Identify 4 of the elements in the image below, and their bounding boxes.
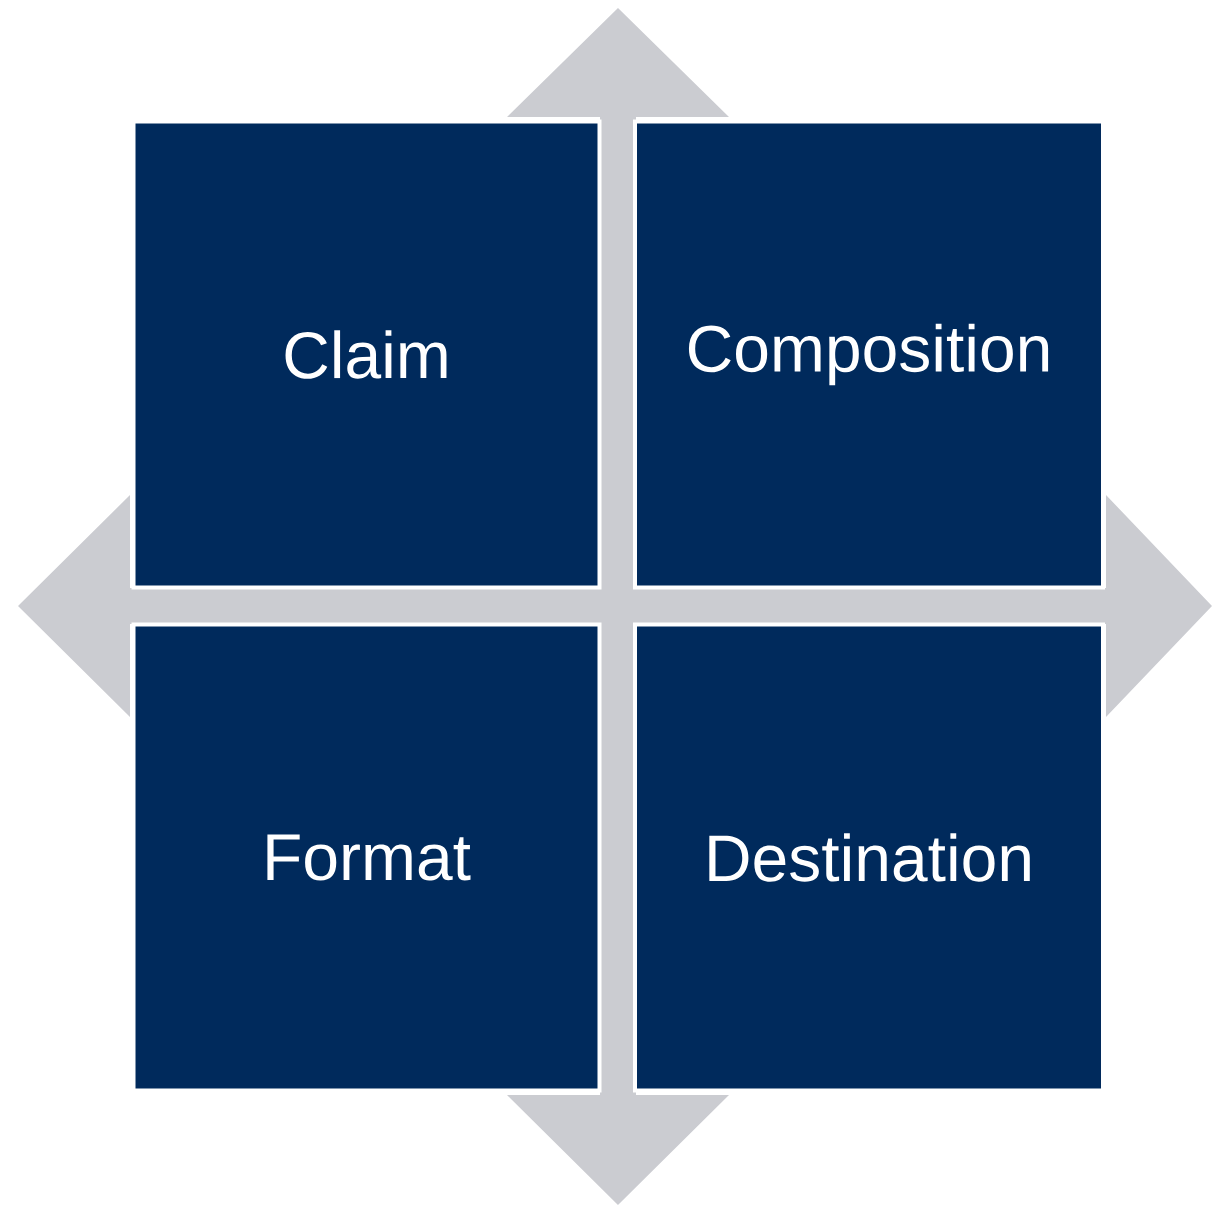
- quadrant-box: Claim: [131, 119, 602, 590]
- quadrant-box: Composition: [633, 119, 1105, 590]
- quadrant-box: Destination: [633, 622, 1105, 1093]
- quadrant-box: Format: [131, 622, 602, 1093]
